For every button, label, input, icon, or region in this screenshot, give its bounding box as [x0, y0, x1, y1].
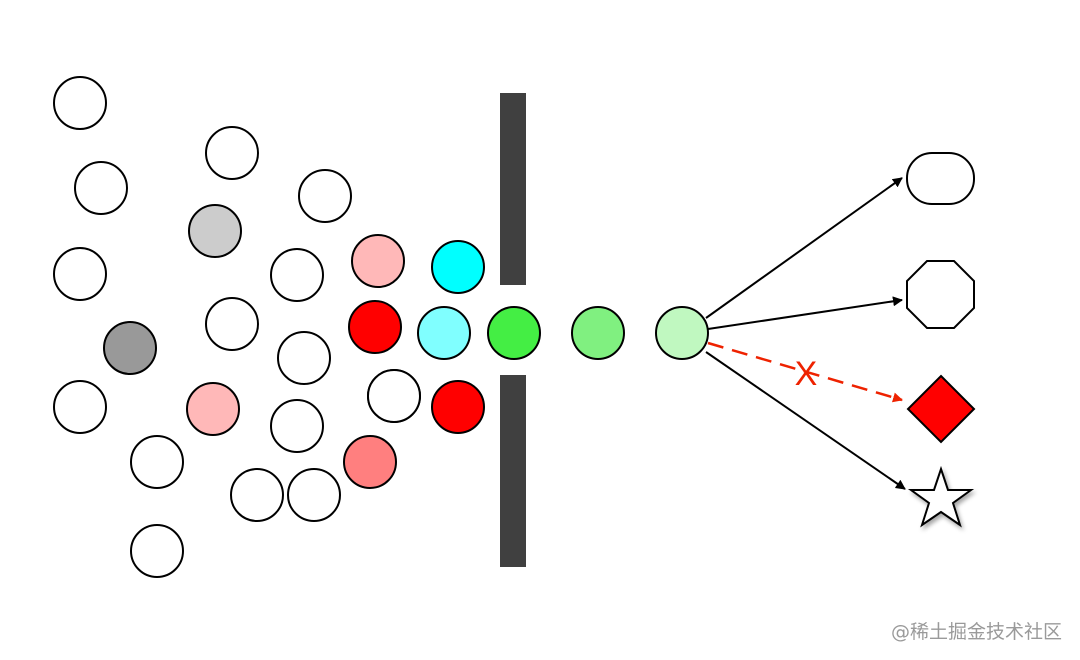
particle — [205, 126, 259, 180]
particle — [53, 380, 107, 434]
barrier-top — [500, 93, 526, 285]
arrow-to-diamond-blocked — [707, 341, 903, 403]
stream-particle — [655, 306, 709, 360]
particle — [417, 306, 471, 360]
particle — [298, 169, 352, 223]
particle — [230, 468, 284, 522]
particle — [287, 468, 341, 522]
particle — [53, 76, 107, 130]
particle — [351, 234, 405, 288]
target-diamond — [906, 374, 976, 444]
particle — [343, 435, 397, 489]
particle — [188, 204, 242, 258]
stream-particle — [571, 306, 625, 360]
target-star — [907, 465, 975, 528]
particle-stream — [487, 306, 709, 360]
targets — [906, 152, 976, 528]
particle — [103, 321, 157, 375]
blocked-x-mark: X — [795, 355, 818, 393]
target-rounded-rect — [906, 152, 975, 205]
particle — [130, 435, 184, 489]
arrow-to-rounded-rect — [705, 177, 903, 319]
arrow-to-star — [705, 351, 906, 490]
barrier-bottom — [500, 375, 526, 567]
particle-cloud — [53, 76, 485, 578]
particle — [74, 161, 128, 215]
particle — [186, 382, 240, 436]
particle — [431, 380, 485, 434]
particle — [431, 240, 485, 294]
particle — [367, 369, 421, 423]
particle — [130, 524, 184, 578]
particle — [277, 331, 331, 385]
output-arrows: X — [705, 177, 906, 490]
stream-particle — [487, 306, 541, 360]
arrow-to-octagon — [707, 296, 903, 330]
particle — [53, 247, 107, 301]
particle — [270, 399, 324, 453]
particle — [270, 248, 324, 302]
watermark: @稀土掘金技术社区 — [890, 621, 1062, 643]
barrier — [500, 93, 526, 567]
target-octagon — [906, 260, 975, 329]
particle — [348, 300, 402, 354]
particle — [205, 297, 259, 351]
